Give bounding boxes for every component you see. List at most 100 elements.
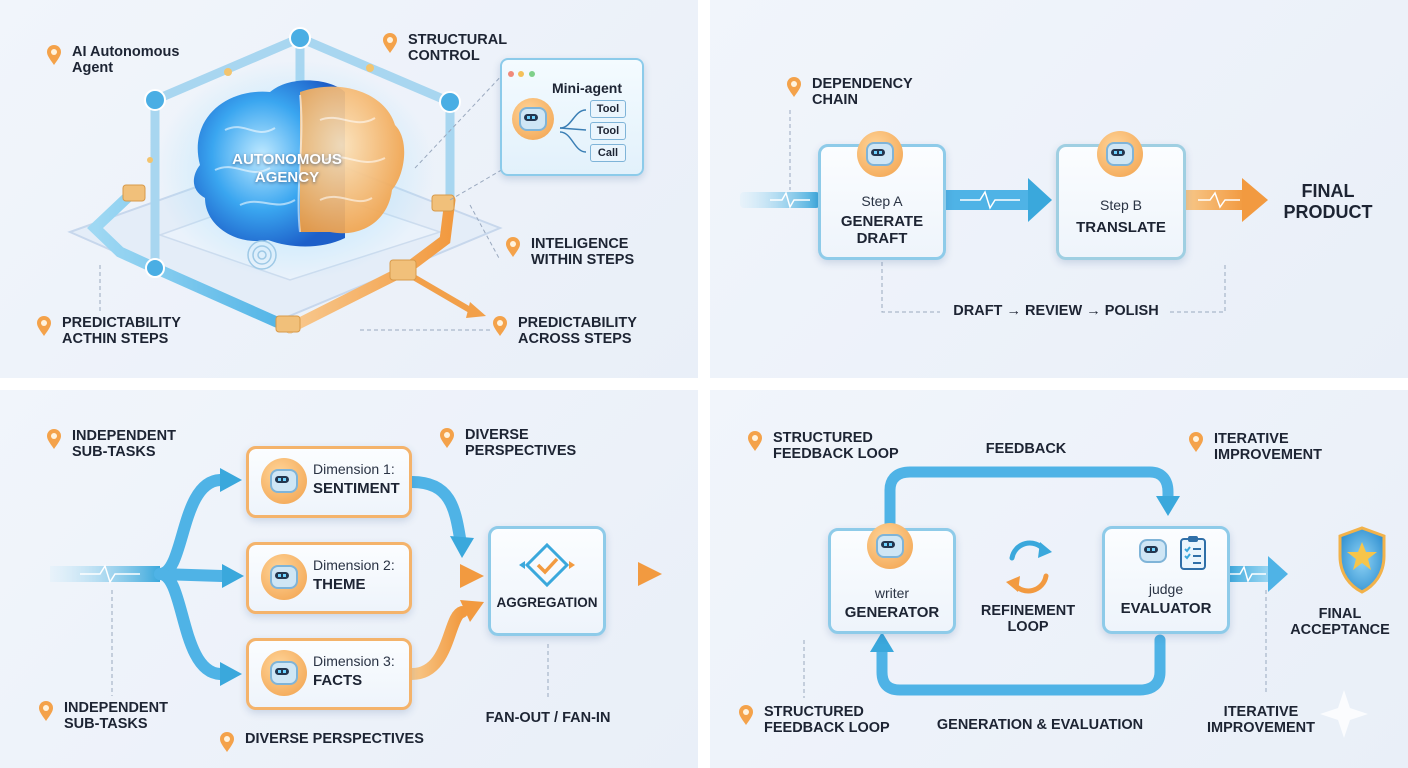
- label-diverse-perspectives-bottom: DIVERSE PERSPECTIVES: [220, 731, 424, 752]
- flow-label: DRAFT → REVIEW → POLISH: [953, 303, 1159, 319]
- label-structured-feedback-top: STRUCTURED FEEDBACK LOOP: [748, 430, 899, 462]
- robot-icon: [857, 131, 903, 177]
- refinement-loop-label: REFINEMENT LOOP: [968, 603, 1088, 635]
- label-line: SUB-TASKS: [72, 444, 156, 460]
- location-pin-icon: [1188, 431, 1204, 457]
- robot-icon: [1097, 131, 1143, 177]
- label-structural-control: STRUCTURAL CONTROL: [383, 32, 508, 64]
- fan-out-fan-in-label: FAN-OUT / FAN-IN: [485, 710, 611, 726]
- dimension-3-card[interactable]: Dimension 3: FACTS: [246, 638, 412, 710]
- label-line: INDEPENDENT: [72, 428, 176, 444]
- label-line: FEEDBACK LOOP: [764, 720, 890, 736]
- location-pin-icon: [505, 236, 521, 262]
- label-independent-subtasks-bottom: INDEPENDENT SUB-TASKS: [39, 700, 168, 732]
- evaluator-card[interactable]: judge EVALUATOR: [1102, 526, 1230, 634]
- panel-fan-out-fan-in: INDEPENDENT SUB-TASKS DIVERSE PERSPECTIV…: [0, 390, 698, 768]
- label-line: STRUCTURAL: [408, 32, 508, 48]
- label-iterative-improvement-top: ITERATIVE IMPROVEMENT: [1189, 431, 1322, 463]
- label-ai-autonomous-agent: AI Autonomous Agent: [47, 44, 180, 76]
- label-diverse-perspectives-top: DIVERSE PERSPECTIVES: [440, 427, 577, 459]
- robot-icon: [261, 650, 307, 696]
- autonomous-agency-illustration: [67, 27, 506, 334]
- label-line: PREDICTABILITY: [518, 315, 637, 331]
- label-line: DEPENDENCY: [812, 76, 913, 92]
- evaluator-name: EVALUATOR: [1120, 600, 1212, 617]
- label-line: SUB-TASKS: [64, 716, 148, 732]
- dimension-2-topic: THEME: [313, 576, 366, 593]
- location-pin-icon: [219, 731, 235, 757]
- step-a-action-line1: GENERATE: [840, 213, 924, 230]
- label-line: CONTROL: [408, 48, 480, 64]
- dimension-3-name: Dimension 3:: [313, 653, 395, 669]
- brain-label-line1: AUTONOMOUS: [232, 151, 342, 168]
- judge-role: judge: [1148, 581, 1184, 597]
- label-line: LOOP: [1007, 619, 1049, 635]
- brain-label-line2: AGENCY: [254, 169, 320, 186]
- label-line: REFINEMENT: [980, 603, 1076, 619]
- panel-autonomous-agency: AUTONOMOUS AGENCY Mini-agent Tool Tool C…: [0, 0, 698, 378]
- location-pin-icon: [38, 700, 54, 726]
- final-line2: PRODUCT: [1283, 202, 1373, 222]
- aggregation-card[interactable]: AGGREGATION: [488, 526, 606, 636]
- step-b-action: TRANSLATE: [1076, 219, 1166, 236]
- robot-with-pen-icon: [867, 523, 913, 569]
- window-dots: [508, 64, 535, 82]
- step-b-name: Step B: [1099, 197, 1143, 213]
- robot-icon: [261, 458, 307, 504]
- iterative-improvement-bottom: ITERATIVE IMPROVEMENT: [1196, 704, 1326, 736]
- robot-icon: [1133, 531, 1173, 571]
- label-line: DIVERSE: [465, 427, 529, 443]
- location-pin-icon: [747, 430, 763, 456]
- label-line: PREDICTABILITY: [62, 315, 181, 331]
- dimension-2-card[interactable]: Dimension 2: THEME: [246, 542, 412, 614]
- label-line: INTELIGENCE: [531, 236, 629, 252]
- location-pin-icon: [738, 704, 754, 730]
- generation-evaluation-label: GENERATION & EVALUATION: [936, 717, 1144, 733]
- final-line1: FINAL: [1301, 181, 1355, 201]
- label-line: WITHIN STEPS: [531, 252, 635, 268]
- tool-button-2[interactable]: Tool: [590, 122, 626, 140]
- robot-icon: [261, 554, 307, 600]
- label-line: ACCEPTANCE: [1290, 622, 1390, 638]
- generator-name: GENERATOR: [844, 604, 940, 621]
- final-acceptance-label: FINAL ACCEPTANCE: [1276, 606, 1404, 638]
- fan-out-arrows: [50, 468, 662, 700]
- step-b-card[interactable]: Step B TRANSLATE: [1056, 131, 1186, 260]
- aggregation-label: AGGREGATION: [496, 595, 598, 610]
- label-line: INDEPENDENT: [64, 700, 168, 716]
- generator-card[interactable]: writer GENERATOR: [828, 523, 956, 634]
- label-line: IMPROVEMENT: [1214, 447, 1322, 463]
- location-pin-icon: [46, 428, 62, 454]
- feedback-loop-arrows: [803, 466, 1386, 738]
- location-pin-icon: [36, 315, 52, 341]
- label-line: AI Autonomous: [72, 44, 180, 60]
- location-pin-icon: [439, 427, 455, 453]
- tool-button-1[interactable]: Tool: [590, 100, 626, 118]
- dimension-1-name: Dimension 1:: [313, 461, 395, 477]
- location-pin-icon: [492, 315, 508, 341]
- label-independent-subtasks-top: INDEPENDENT SUB-TASKS: [47, 428, 176, 460]
- tool-arrows: [559, 109, 587, 153]
- aggregation-diamond-icon: [519, 542, 575, 588]
- step-a-card[interactable]: Step A GENERATE DRAFT: [818, 131, 946, 260]
- dimension-1-topic: SENTIMENT: [313, 480, 400, 497]
- step-a-action-line2: DRAFT: [856, 230, 908, 247]
- robot-icon: [512, 98, 554, 140]
- dimension-2-name: Dimension 2:: [313, 557, 395, 573]
- label-inteligence-within-steps: INTELIGENCE WITHIN STEPS: [506, 236, 635, 268]
- location-pin-icon: [786, 76, 802, 102]
- label-line: PERSPECTIVES: [465, 443, 577, 459]
- label-structured-feedback-bottom: STRUCTURED FEEDBACK LOOP: [739, 704, 890, 736]
- label-dependency-chain: DEPENDENCY CHAIN: [787, 76, 913, 108]
- location-pin-icon: [382, 32, 398, 58]
- label-line: FINAL: [1318, 606, 1362, 622]
- clipboard-icon: [1180, 536, 1206, 570]
- label-line: STRUCTURED: [764, 704, 864, 720]
- call-button[interactable]: Call: [590, 144, 626, 162]
- label-predictability-within: PREDICTABILITY ACTHIN STEPS: [37, 315, 181, 347]
- label-line: ITERATIVE: [1223, 704, 1299, 720]
- location-pin-icon: [46, 44, 62, 70]
- final-product-label: FINAL PRODUCT: [1278, 181, 1378, 223]
- dimension-1-card[interactable]: Dimension 1: SENTIMENT: [246, 446, 412, 518]
- step-a-name: Step A: [861, 193, 903, 209]
